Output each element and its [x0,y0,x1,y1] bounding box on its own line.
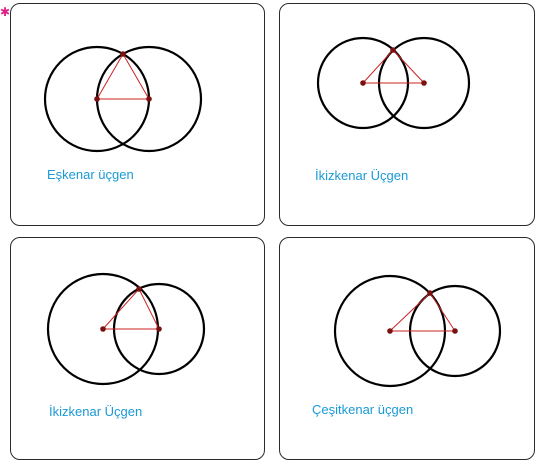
point-center-left [100,326,106,332]
construction-diagram [46,272,206,386]
construction-diagram [333,274,502,388]
triangle-side-right [122,53,150,100]
construction-diagram [316,36,471,130]
panel-caption: İkizkenar Üçgen [49,404,143,419]
point-apex [120,51,126,57]
point-center-right [452,328,458,334]
point-center-left [387,328,393,334]
point-center-right [421,80,427,86]
triangle-side-left [389,292,431,332]
triangle-side-right [392,49,425,84]
asterisk-icon: ✱ [0,5,11,19]
panel-isosceles-2: İkizkenar Üçgen [10,237,265,460]
point-apex [390,47,396,53]
point-apex [136,286,142,292]
panel-caption: Eşkenar üçgen [47,167,134,182]
panel-caption: İkizkenar Üçgen [315,168,409,183]
triangle-side-right [138,288,160,330]
triangle-side-left [102,288,140,330]
point-apex [427,290,433,296]
panel-isosceles-1: İkizkenar Üçgen [279,3,535,226]
construction-diagram [43,45,203,153]
point-center-left [360,80,366,86]
panel-caption: Çeşitkenar üçgen [312,402,414,417]
triangle-side-left [362,49,394,84]
triangle-side-right [429,292,456,332]
triangle-side-left [96,53,124,100]
point-center-left [94,96,100,102]
point-center-right [146,96,152,102]
point-center-right [156,326,162,332]
panel-scalene: Çeşitkenar üçgen [279,237,535,460]
panel-equilateral: Eşkenar üçgen [10,3,265,226]
